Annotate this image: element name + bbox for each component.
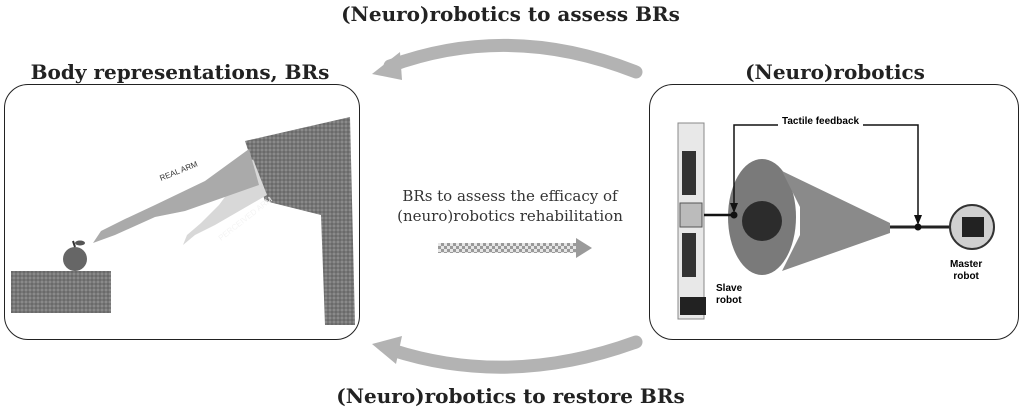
bottom-arrow-head <box>372 336 402 364</box>
master-robot-label: Master robot <box>950 259 982 283</box>
tactile-feedback-label: Tactile feedback <box>778 116 864 127</box>
apple-icon <box>63 247 87 271</box>
person-arms <box>782 171 890 271</box>
slave-robot-label: Slave robot <box>716 283 742 307</box>
middle-label-line-2: (neuro)robotics rehabilitation <box>397 207 623 225</box>
table <box>11 271 111 313</box>
master-label-line-2: robot <box>953 271 979 282</box>
body-illustration: REAL ARM PERCEIVED ARM <box>11 117 355 325</box>
neurorobotics-panel: Tactile feedback Slave robot Master robo… <box>649 84 1019 340</box>
left-panel-title: Body representations, BRs <box>30 60 330 84</box>
real-arm <box>93 149 259 243</box>
top-arrow-head <box>372 52 402 80</box>
middle-label-line-1: BRs to assess the efficacy of <box>402 187 618 205</box>
middle-arrow-shaft <box>438 243 576 253</box>
bottom-curved-arrow <box>385 335 643 374</box>
master-label-line-1: Master <box>950 259 983 270</box>
real-arm-label: REAL ARM <box>158 159 199 183</box>
right-panel-title: (Neuro)robotics <box>745 60 925 84</box>
slave-label-line-1: Slave <box>716 283 743 294</box>
top-arrow-label: (Neuro)robotics to assess BRs <box>341 2 680 26</box>
sleeve <box>245 117 355 325</box>
middle-arrow-label: BRs to assess the efficacy of (neuro)rob… <box>360 186 660 226</box>
bottom-arrow-label: (Neuro)robotics to restore BRs <box>336 384 685 408</box>
top-curved-arrow <box>383 38 643 79</box>
middle-arrow-head <box>576 238 592 258</box>
body-representations-panel: REAL ARM PERCEIVED ARM <box>4 84 360 340</box>
robotics-illustration <box>677 122 995 320</box>
person-head <box>742 201 782 241</box>
slave-label-line-2: robot <box>716 295 742 306</box>
